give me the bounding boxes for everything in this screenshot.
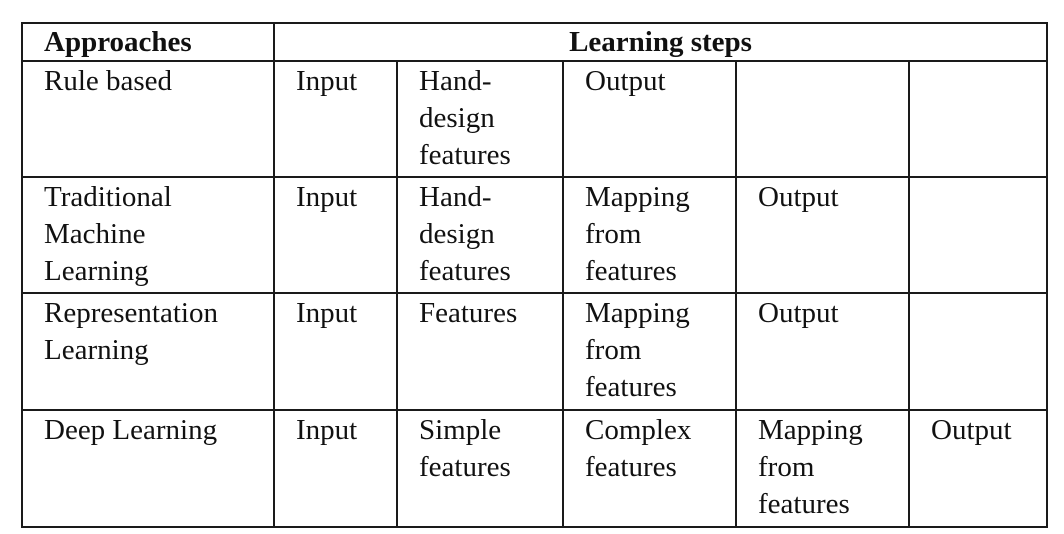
step-text: features bbox=[585, 255, 677, 287]
step-text: features bbox=[419, 255, 511, 287]
step-cell: Mapping from features bbox=[562, 292, 737, 411]
step-cell: Simple features bbox=[396, 409, 564, 528]
approach-text: Learning bbox=[44, 255, 149, 287]
step-cell-empty bbox=[907, 60, 1049, 178]
step-cell-empty bbox=[735, 60, 910, 178]
step-cell: Mapping from features bbox=[735, 409, 910, 528]
step-cell: Complex features bbox=[562, 409, 737, 528]
step-cell: Input bbox=[273, 409, 398, 528]
step-text: Output bbox=[931, 414, 1012, 446]
step-text: features bbox=[585, 451, 677, 483]
step-text: Input bbox=[296, 297, 358, 329]
step-text: Hand- bbox=[419, 65, 492, 97]
step-text: Hand- bbox=[419, 181, 492, 213]
step-text: features bbox=[585, 371, 677, 403]
approach-text: Machine bbox=[44, 218, 146, 250]
step-cell: Input bbox=[273, 292, 398, 411]
step-cell: Input bbox=[273, 60, 398, 178]
step-cell: Output bbox=[907, 409, 1049, 528]
learning-steps-header: Learning steps bbox=[272, 22, 1049, 62]
step-text: Features bbox=[419, 297, 518, 329]
step-cell: Hand- design features bbox=[396, 60, 564, 178]
approach-text: Traditional bbox=[44, 181, 172, 213]
step-cell: Output bbox=[735, 292, 910, 411]
approach-text: Rule based bbox=[44, 65, 173, 97]
step-text: Input bbox=[296, 65, 358, 97]
step-cell-empty bbox=[907, 292, 1049, 411]
step-text: design bbox=[419, 102, 495, 134]
approach-cell: Representation Learning bbox=[21, 292, 275, 411]
step-text: Simple bbox=[419, 414, 502, 446]
step-cell: Output bbox=[735, 176, 910, 294]
approach-cell: Traditional Machine Learning bbox=[21, 176, 275, 294]
table-row: Representation Learning Input Features M… bbox=[21, 292, 1049, 411]
approach-text: Deep Learning bbox=[44, 414, 218, 446]
approach-cell: Rule based bbox=[21, 60, 275, 178]
step-text: from bbox=[758, 451, 815, 483]
step-text: Output bbox=[758, 297, 839, 329]
approaches-header: Approaches bbox=[21, 22, 275, 62]
step-text: features bbox=[419, 451, 511, 483]
step-text: Mapping bbox=[585, 181, 690, 213]
table-header-row: Approaches Learning steps bbox=[21, 22, 1049, 62]
learning-approaches-table: Approaches Learning steps Rule based Inp… bbox=[21, 22, 1049, 528]
step-text: from bbox=[585, 334, 642, 366]
step-cell: Input bbox=[273, 176, 398, 294]
step-cell: Output bbox=[562, 60, 737, 178]
step-text: Output bbox=[758, 181, 839, 213]
table-row: Deep Learning Input Simple features Comp… bbox=[21, 409, 1049, 528]
step-text: Input bbox=[296, 181, 358, 213]
step-text: Output bbox=[585, 65, 666, 97]
table-row: Traditional Machine Learning Input Hand-… bbox=[21, 176, 1049, 294]
approach-cell: Deep Learning bbox=[21, 409, 275, 528]
step-text: Complex bbox=[585, 414, 692, 446]
step-cell: Hand- design features bbox=[396, 176, 564, 294]
step-text: Mapping bbox=[585, 297, 690, 329]
step-text: features bbox=[758, 488, 850, 520]
step-text: Input bbox=[296, 414, 358, 446]
step-cell-empty bbox=[907, 176, 1049, 294]
step-text: features bbox=[419, 139, 511, 171]
step-text: design bbox=[419, 218, 495, 250]
table-row: Rule based Input Hand- design features O… bbox=[21, 60, 1049, 178]
approach-text: Representation bbox=[44, 297, 218, 329]
step-cell: Mapping from features bbox=[562, 176, 737, 294]
step-text: from bbox=[585, 218, 642, 250]
step-text: Mapping bbox=[758, 414, 863, 446]
approach-text: Learning bbox=[44, 334, 149, 366]
step-cell: Features bbox=[396, 292, 564, 411]
